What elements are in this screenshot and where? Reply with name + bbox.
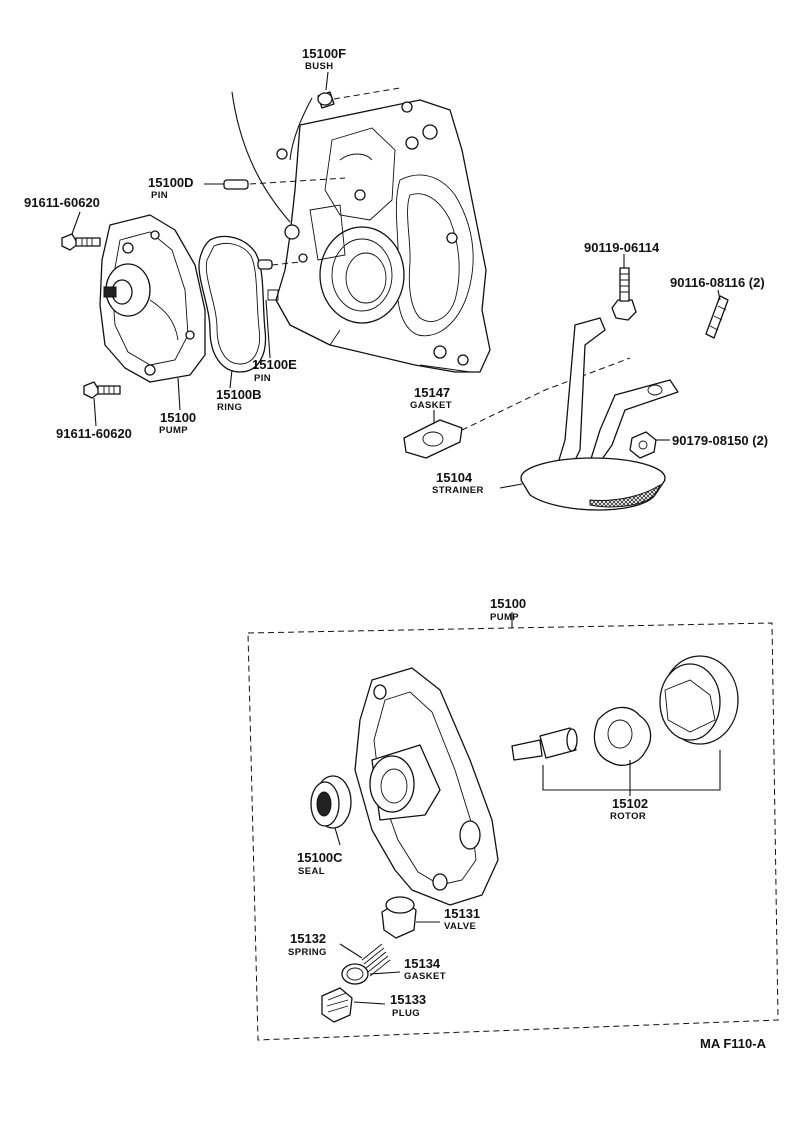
bolt-top-part bbox=[61, 233, 101, 251]
label-bolt-top: 91611-60620 bbox=[24, 195, 100, 210]
valve-detail bbox=[381, 896, 440, 939]
label-valve-number: 15131 bbox=[444, 906, 480, 921]
label-bush-number: 15100F bbox=[302, 46, 346, 61]
nut-part bbox=[629, 431, 657, 459]
label-pin-top-number: 15100D bbox=[148, 175, 194, 190]
label-gasket-15147-name: GASKET bbox=[410, 400, 452, 411]
label-assembly-name: PUMP bbox=[490, 612, 519, 623]
label-strainer: 15104 STRAINER bbox=[432, 470, 484, 496]
bolt-bottom-part bbox=[83, 381, 121, 399]
label-seal-name: SEAL bbox=[298, 866, 325, 877]
seal-detail bbox=[310, 775, 352, 829]
label-valve: 15131 VALVE bbox=[444, 906, 480, 932]
gasket-15147-part bbox=[403, 357, 631, 459]
label-spring-name: SPRING bbox=[288, 947, 327, 958]
pin-bottom-part bbox=[257, 259, 301, 301]
label-pin-top-name: PIN bbox=[151, 190, 168, 201]
label-bolt-90119: 90119-06114 bbox=[584, 240, 660, 255]
label-spring: 15132 SPRING bbox=[288, 931, 327, 958]
label-gasket-detail-name: GASKET bbox=[404, 971, 446, 982]
label-rotor-name: ROTOR bbox=[610, 811, 646, 822]
label-bush-name: BUSH bbox=[305, 61, 334, 72]
bush-part bbox=[317, 87, 401, 109]
ring-part bbox=[198, 235, 267, 373]
label-valve-name: VALVE bbox=[444, 921, 476, 932]
detail-frame bbox=[247, 612, 779, 1041]
label-plug-name: PLUG bbox=[392, 1008, 420, 1019]
gasket-detail bbox=[341, 963, 401, 985]
timing-cover-illustration bbox=[231, 91, 491, 373]
label-gasket-detail-number: 15134 bbox=[404, 956, 441, 971]
label-assembly: 15100 PUMP bbox=[490, 596, 526, 623]
figure-code: MA F110-A bbox=[700, 1036, 767, 1051]
label-plug: 15133 PLUG bbox=[390, 992, 426, 1019]
label-plug-number: 15133 bbox=[390, 992, 426, 1007]
plug-detail bbox=[321, 987, 386, 1023]
label-seal-number: 15100C bbox=[297, 850, 343, 865]
label-strainer-name: STRAINER bbox=[432, 485, 484, 496]
label-spring-number: 15132 bbox=[290, 931, 326, 946]
label-ring-name: RING bbox=[217, 402, 242, 413]
stud-part bbox=[705, 295, 729, 339]
label-ring: 15100B RING bbox=[216, 387, 262, 413]
label-pin-bottom-name: PIN bbox=[254, 373, 271, 384]
label-nut: 90179-08150 (2) bbox=[672, 433, 768, 448]
label-pin-bottom-number: 15100E bbox=[252, 357, 297, 372]
pump-cover-part bbox=[99, 214, 206, 383]
pump-body-detail bbox=[354, 667, 499, 906]
label-strainer-number: 15104 bbox=[436, 470, 473, 485]
label-rotor: 15102 ROTOR bbox=[610, 796, 648, 822]
leader-lines bbox=[71, 71, 721, 846]
label-ring-number: 15100B bbox=[216, 387, 262, 402]
spring-detail bbox=[339, 943, 391, 977]
label-gasket-15147-number: 15147 bbox=[414, 385, 450, 400]
label-pin-top: 15100D PIN bbox=[148, 175, 194, 201]
label-pump-cover: 15100 PUMP bbox=[159, 410, 196, 436]
label-bush: 15100F BUSH bbox=[302, 46, 346, 72]
rotor-detail bbox=[511, 655, 739, 796]
label-pump-cover-number: 15100 bbox=[160, 410, 196, 425]
label-seal: 15100C SEAL bbox=[297, 850, 343, 877]
label-pump-cover-name: PUMP bbox=[159, 425, 188, 436]
bolt-90119-part bbox=[611, 267, 637, 321]
label-rotor-number: 15102 bbox=[612, 796, 648, 811]
label-assembly-number: 15100 bbox=[490, 596, 526, 611]
label-gasket-15147: 15147 GASKET bbox=[410, 385, 452, 411]
label-bolt-bottom: 91611-60620 bbox=[56, 426, 132, 441]
label-pin-bottom: 15100E PIN bbox=[252, 357, 297, 384]
label-gasket-detail: 15134 GASKET bbox=[404, 956, 446, 982]
label-stud: 90116-08116 (2) bbox=[670, 275, 765, 290]
strainer-part bbox=[520, 317, 679, 511]
